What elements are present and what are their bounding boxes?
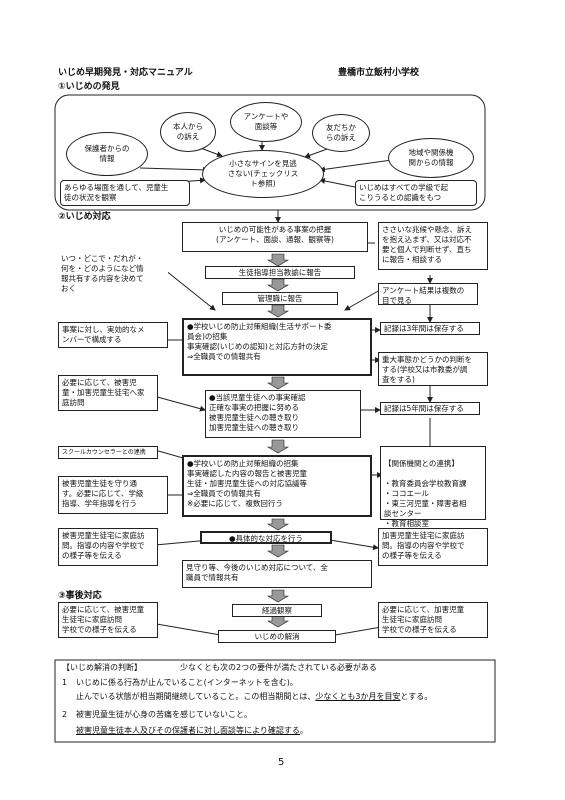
agency-item: ・ココエール: [384, 489, 429, 498]
section1-heading: ①いじめの発見: [58, 82, 120, 92]
decide-sharing-note: いつ・どこで・だれが・ 何を・どのようになど情 報共有する内容を決めて おく: [58, 252, 168, 298]
resolution-box: いじめの解消: [218, 630, 336, 643]
report-immediately-note: ささいな兆候や懸念、訴え を抱え込まず、又は対応不 要と個人で判断せず、直ち に…: [378, 222, 488, 270]
friends-report-ellipse: 友だちか らの訴え: [312, 114, 370, 152]
take-action-box: ●具体的な対応を行う: [200, 531, 332, 544]
criteria-intro: 少なくとも次の2つの要件が満たされている必要がある: [180, 663, 377, 672]
agency-item: ・東三河児童・障害者相 談センター: [384, 499, 467, 518]
agency-coop-title: 【関係機関との連携】: [384, 459, 459, 468]
section2-heading: ②いじめ対応: [58, 212, 111, 222]
criteria-1-emphasis: 少なくとも3か月を目安: [315, 692, 401, 701]
committee-reconvene-box: ●学校いじめ防止対策組織の招集 事実確認した内容の報告と被害児童 生徒・加害児童…: [182, 455, 372, 517]
agency-item: ・教育委員会学校教育課: [384, 479, 467, 488]
page-number: 5: [278, 757, 285, 768]
criteria-title: 【いじめ解消の判断】: [62, 663, 142, 672]
community-info-ellipse: 地域や関係機 関からの情報: [388, 138, 474, 178]
criteria-1-line2: 止んでいる状態が相当期間継続していること。この相当期間とは、少なくとも3か月を目…: [76, 692, 432, 702]
report-to-guidance-box: 生徒指導担当教諭に報告: [205, 266, 355, 279]
visit-victim-home-note: 被害児童生徒宅に家庭訪 問。指導の内容や学校で の様子等を伝える: [58, 528, 158, 566]
agency-item: ・教育相談室: [384, 519, 429, 528]
observe-students-box: あらゆる場面を通して、児童生 徒の状況を観察: [60, 180, 190, 206]
self-report-ellipse: 本人から の訴え: [160, 112, 216, 152]
guardian-info-ellipse: 保護者からの 情報: [66, 132, 148, 176]
criteria-2-emphasis: 被害児童生徒本人及びその保護者に対し面談等により確認する: [76, 726, 300, 735]
victim-followup-note: 必要に応じて、被害児童 生徒宅に家庭訪問 学校での様子を伝える: [58, 602, 158, 638]
section3-heading: ③事後対応: [58, 591, 102, 601]
small-signs-ellipse: 小さなサインを見逃 さない(チェックリス ト参照): [202, 150, 324, 198]
protect-victim-note: 被害児童生徒を守り通 す。必要に応じて、学級 指導、学年指導を行う: [58, 476, 168, 514]
multiple-review-note: アンケート結果は複数の 目で見る: [378, 283, 478, 305]
school-name: 豊橋市立飯村小学校: [338, 68, 420, 78]
discovery-frame: [54, 94, 486, 211]
criteria-frame: [54, 659, 496, 743]
fact-check-box: ●当該児童生徒への事実確認 正確な事実の把握に努める 被害児童生徒への聴き取り …: [205, 390, 361, 438]
offender-followup-note: 必要に応じて、加害児童 生徒宅に家庭訪問 学校での様子を伝える: [378, 602, 488, 638]
observation-box: 経過観察: [232, 604, 322, 617]
effective-members-note: 事案に対し、実効的なメ ンバーで構成する: [58, 322, 168, 348]
awareness-box: いじめはすべての学級で起 こりうるとの認識をもつ: [355, 180, 477, 206]
criteria-2-end: 。: [299, 726, 308, 735]
criteria-1-number: 1: [62, 678, 68, 687]
document-title: いじめ早期発見・対応マニュアル: [58, 68, 193, 78]
keep-5-years-note: 記録は5年間は保存する: [380, 402, 480, 415]
criteria-2-line1: 被害児童生徒が心身の苦痛を感じていないこと。: [76, 710, 252, 719]
serious-case-note: 重大事態かどうかの判断を する(学校又は市教委が調 査をする): [378, 352, 488, 386]
criteria-2-line2: 被害児童生徒本人及びその保護者に対し面談等により確認する。: [76, 726, 308, 736]
committee-convene-box: ●学校いじめ防止対策組織(生活サポート委 員会)の招集 事実確認(いじめの認知)…: [182, 318, 372, 376]
criteria-2-number: 2: [62, 710, 68, 719]
counselor-coop-note: スクールカウンセラーとの連携: [58, 446, 158, 459]
survey-ellipse: アンケートや 面談等: [230, 102, 302, 142]
criteria-1-text: 止んでいる状態が相当期間継続していること。この相当期間とは、: [76, 692, 316, 701]
case-awareness-box: いじめの可能性がある事案の把握 (アンケート、面談、通報、観察等): [182, 222, 368, 252]
agency-coop-box: 【関係機関との連携】 ・教育委員会学校教育課・ココエール・東三河児童・障害者相 …: [380, 446, 486, 538]
keep-3-years-note: 記録は3年間は保存する: [380, 322, 480, 335]
share-monitoring-box: 見守り等、今後のいじめ対応について、全 職員で情報共有: [182, 560, 372, 588]
criteria-1-end: とする。: [400, 692, 433, 701]
report-to-admin-box: 管理職に報告: [222, 292, 338, 305]
visit-offender-home-note: 加害児童生徒宅に家庭訪 問。指導の内容や学校で の様子等を伝える: [378, 528, 488, 566]
home-visit-both-note: 必要に応じて、被害児 童・加害児童生徒宅へ家 庭訪問: [58, 375, 158, 411]
criteria-1-line1: いじめに係る行為が止んでいること(インターネットを含む)。: [76, 678, 298, 687]
